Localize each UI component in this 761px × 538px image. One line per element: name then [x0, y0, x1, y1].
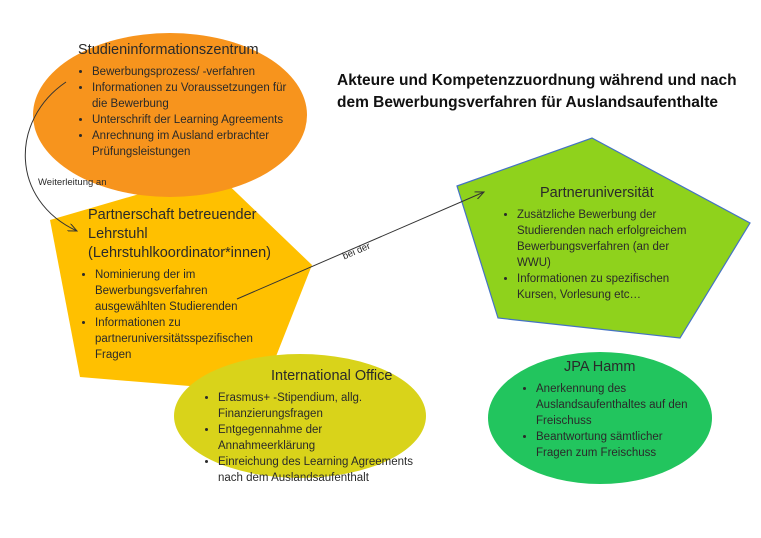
- list-item: Anrechnung im Ausland erbrachter Prüfung…: [92, 128, 300, 160]
- node-title: Partneruniversität: [540, 185, 654, 201]
- diagram-title: Akteure und Kompetenzzuordnung während u…: [337, 72, 737, 111]
- node-title: JPA Hamm: [564, 359, 636, 375]
- weiterleitung-label: Weiterleitung an: [38, 177, 107, 188]
- lehrstuhl-shape: [50, 172, 312, 392]
- node-sz: Studieninformationszentrum Bewerbungspro…: [70, 41, 300, 160]
- list-item: Nominierung der im Bewerbungsverfahren a…: [95, 267, 273, 315]
- list-item: Unterschrift der Learning Agreements: [92, 112, 300, 128]
- list-item: Informationen zu partneruniversitätsspez…: [95, 315, 273, 363]
- node-io: International Office Erasmus+ -Stipendiu…: [196, 367, 421, 486]
- sz-shape: [33, 33, 307, 197]
- list-item: Beantwortung sämtlicher Fragen zum Freis…: [536, 429, 694, 461]
- list-item: Informationen zu Voraussetzungen für die…: [92, 80, 300, 112]
- bei-der-arrow: [236, 192, 484, 300]
- node-title: Studieninformationszentrum: [78, 42, 259, 58]
- node-lehrstuhl: Partnerschaft betreuender Lehrstuhl (Leh…: [68, 206, 273, 363]
- node-jpa: JPA Hamm Anerkennung des Auslandsaufenth…: [514, 358, 694, 461]
- list-item: Anerkennung des Auslandsaufenthaltes auf…: [536, 381, 694, 429]
- weiterleitung-arrow: [24, 81, 77, 231]
- io-shape: [174, 354, 426, 478]
- list-item: Entgegennahme der Annahmeerklärung: [218, 422, 421, 454]
- list-item: Zusätzliche Bewerbung der Studierenden n…: [517, 207, 695, 271]
- node-title: Partnerschaft betreuender Lehrstuhl (Leh…: [88, 207, 271, 261]
- node-title: International Office: [271, 368, 393, 384]
- node-partner: Partneruniversität Zusätzliche Bewerbung…: [495, 184, 695, 303]
- list-item: Informationen zu spezifischen Kursen, Vo…: [517, 271, 695, 303]
- partner-shape: [456, 137, 751, 339]
- list-item: Bewerbungsprozess/ -verfahren: [92, 64, 300, 80]
- jpa-shape: [488, 352, 712, 484]
- list-item: Erasmus+ -Stipendium, allg. Finanzierung…: [218, 390, 421, 422]
- list-item: Einreichung des Learning Agreements nach…: [218, 454, 421, 486]
